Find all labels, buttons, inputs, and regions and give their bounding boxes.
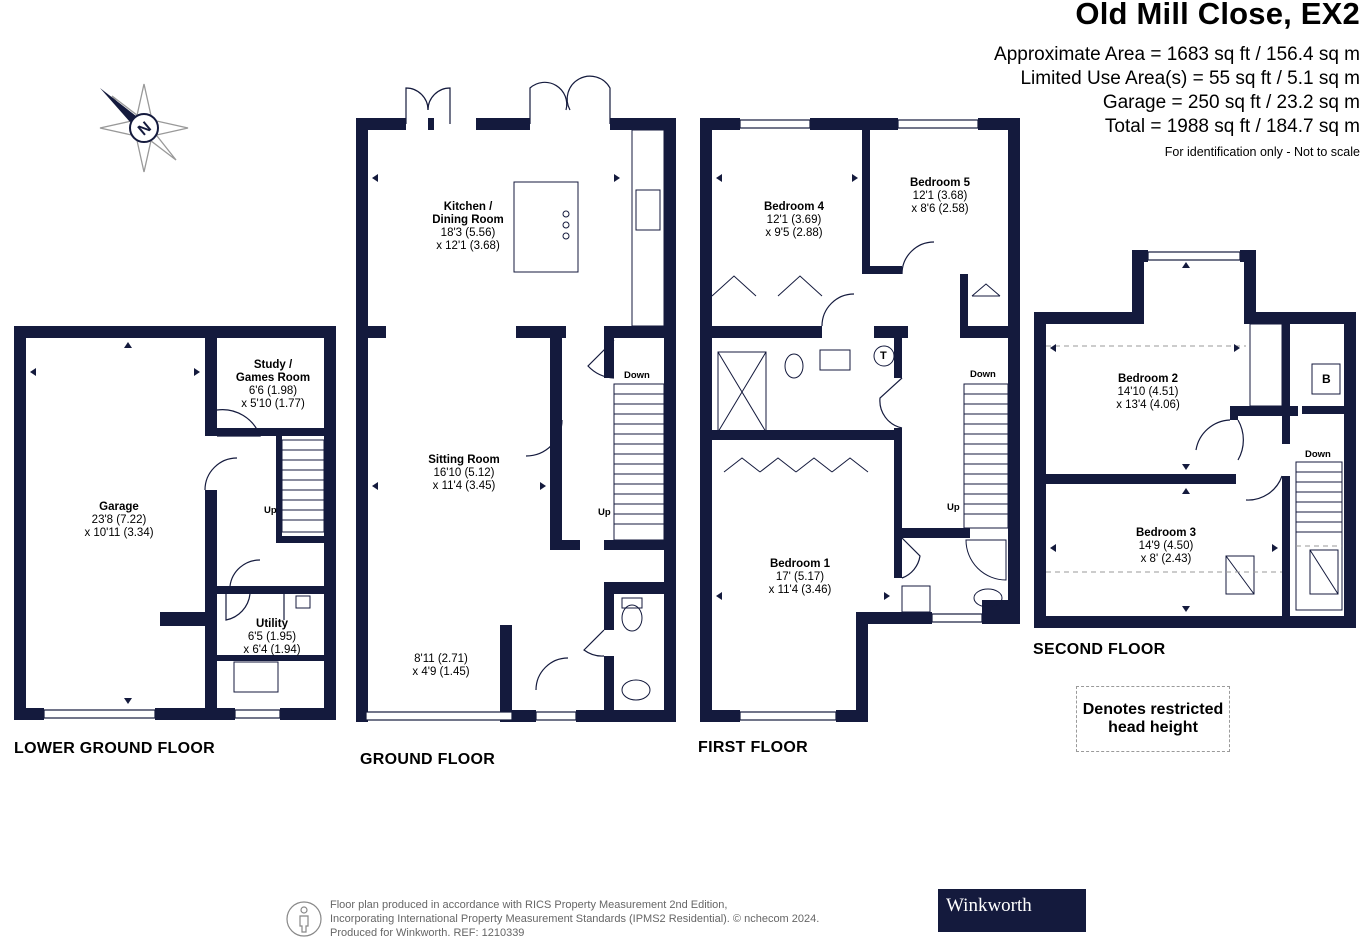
stair-label-down: Down [970,369,996,380]
area-limited-use: Limited Use Area(s) = 55 sq ft / 5.1 sq … [1020,68,1360,89]
room-dimension: x 9'5 (2.88) [765,227,823,239]
dimension-arrows [30,174,1278,704]
room-name: Bedroom 5 [909,177,971,189]
room-dimension: 17' (5.17) [775,571,825,583]
room-dimension: 16'10 (5.12) [433,467,495,479]
room-garage: Garage 23'8 (7.22) x 10'11 (3.34) [84,501,153,540]
room-dimension: x 8' (2.43) [1140,553,1192,565]
room-dimension: x 10'11 (3.34) [84,527,154,539]
room-dimension: 12'1 (3.69) [766,214,822,226]
fittings [233,129,1341,701]
room-name: Bedroom 1 [769,558,831,570]
room-kitchen-dining: Kitchen / Dining Room 18'3 (5.56) x 12'1… [432,201,504,253]
restricted-height-legend: Denotes restricted head height [1076,686,1230,752]
floor-label-ground: GROUND FLOOR [360,751,496,768]
room-name: Bedroom 3 [1135,527,1197,539]
floor-label-second: SECOND FLOOR [1033,641,1166,658]
stair-label-up: Up [947,502,960,513]
room-name: Sitting Room [428,454,500,466]
room-dimension: 14'9 (4.50) [1138,540,1194,552]
room-dimension: x 11'4 (3.46) [768,584,832,596]
room-bedroom-3: Bedroom 3 14'9 (4.50) x 8' (2.43) [1136,527,1196,566]
compass-icon: N [99,83,189,173]
room-bedroom-2: Bedroom 2 14'10 (4.51) x 13'4 (4.06) [1116,373,1180,412]
room-dimension: 12'1 (3.68) [912,190,968,202]
room-dimension: x 6'4 (1.94) [243,644,301,656]
room-dimension: x 4'9 (1.45) [412,666,470,678]
boiler-label: B [1322,372,1331,386]
staircases [281,383,1343,611]
area-garage: Garage = 250 sq ft / 23.2 sq m [1102,92,1360,113]
room-sitting: Sitting Room 16'10 (5.12) x 11'4 (3.45) [428,454,500,493]
room-name-line2: Dining Room [432,214,504,226]
room-dimension: x 11'4 (3.45) [432,480,496,492]
wardrobes [711,275,1001,473]
second-floor-walls [1034,250,1356,628]
footer-line-3: Produced for Winkworth. REF: 1210339 [330,927,525,939]
stair-label-down: Down [624,370,650,381]
lower-ground-walls [14,326,336,720]
floor-label-lower-ground: LOWER GROUND FLOOR [14,740,215,757]
room-name-line2: Games Room [235,372,311,384]
brand-logo: Winkworth [938,889,1086,932]
legend-line-2: head height [1108,719,1198,736]
page-title: Old Mill Close, EX2 [1075,0,1360,31]
door-swings [204,75,1283,691]
identification-note: For identification only - Not to scale [1164,145,1360,159]
room-dimension: x 13'4 (4.06) [1116,399,1180,411]
room-name: Kitchen / [443,201,493,213]
footer-notice: Floor plan produced in accordance with R… [330,898,819,940]
stair-label-up: Up [598,507,611,518]
room-study-games: Study / Games Room 6'6 (1.98) x 5'10 (1.… [236,359,310,411]
tank-label: T [880,350,887,362]
room-dimension: 23'8 (7.22) [91,514,147,526]
room-bay: 8'11 (2.71) x 4'9 (1.45) [412,653,469,679]
room-dimension: 6'5 (1.95) [247,631,297,643]
room-dimension: 8'11 (2.71) [414,653,468,665]
windows [43,119,1241,721]
stair-label-up: Up [264,505,277,516]
first-floor-walls [700,118,1020,722]
room-name: Garage [99,501,139,513]
room-dimension: 14'10 (4.51) [1117,386,1179,398]
room-dimension: x 12'1 (3.68) [436,240,500,252]
room-dimension: x 5'10 (1.77) [241,398,305,410]
area-total: Total = 1988 sq ft / 184.7 sq m [1104,116,1360,137]
legend-line-1: Denotes restricted [1082,701,1224,718]
floor-label-first: FIRST FLOOR [698,739,808,756]
room-dimension: 6'6 (1.98) [248,385,298,397]
footer-line-2: Incorporating International Property Mea… [330,913,820,925]
footer-line-1: Floor plan produced in accordance with R… [330,899,728,911]
room-name: Bedroom 4 [763,201,825,213]
room-name: Study / [253,359,293,371]
stair-label-down: Down [1305,449,1331,460]
person-icon [286,901,322,937]
room-bedroom-5: Bedroom 5 12'1 (3.68) x 8'6 (2.58) [910,177,970,216]
room-utility: Utility 6'5 (1.95) x 6'4 (1.94) [243,618,300,657]
room-bedroom-4: Bedroom 4 12'1 (3.69) x 9'5 (2.88) [764,201,824,240]
restricted-height-lines [1046,345,1342,573]
area-approximate: Approximate Area = 1683 sq ft / 156.4 sq… [994,44,1360,65]
room-dimension: x 8'6 (2.58) [911,203,969,215]
room-dimension: 18'3 (5.56) [440,227,496,239]
ground-floor-walls [356,118,676,722]
room-name: Bedroom 2 [1117,373,1179,385]
room-bedroom-1: Bedroom 1 17' (5.17) x 11'4 (3.46) [769,558,832,597]
room-name: Utility [256,618,288,630]
